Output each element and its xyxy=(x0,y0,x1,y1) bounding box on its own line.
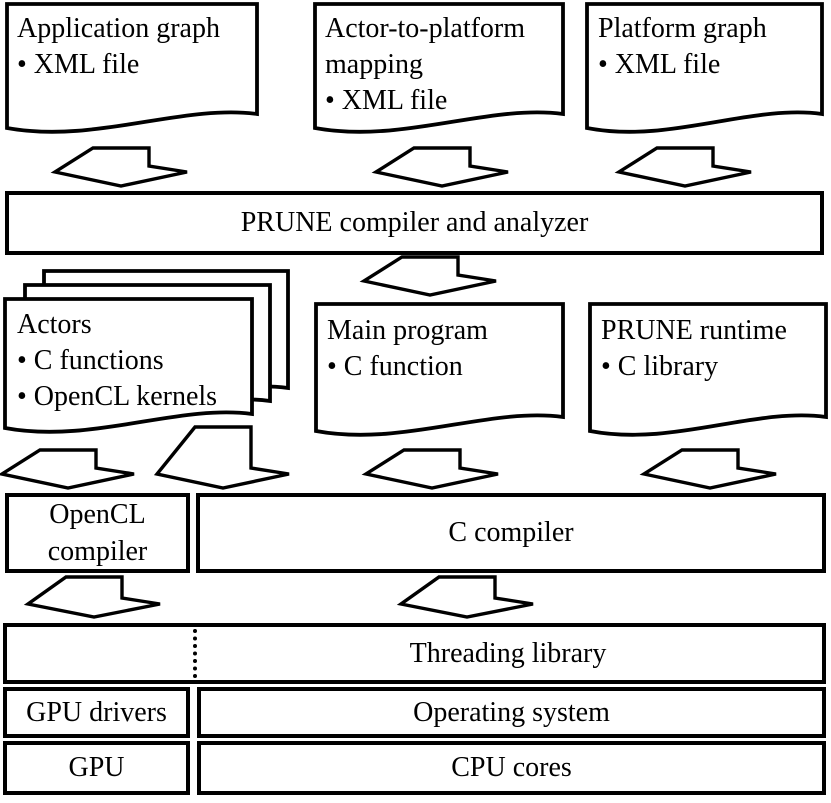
actor-mapping-label: Actor-to-platform mapping • XML file xyxy=(325,11,525,119)
doc-bullet: • C library xyxy=(601,351,719,382)
down-arrow-icon xyxy=(153,425,290,490)
doc-bullet: • C functions xyxy=(17,345,164,376)
down-arrow-icon xyxy=(371,146,509,188)
main-program-doc-shape xyxy=(314,302,565,437)
doc-title: Main program xyxy=(327,315,488,346)
c-compiler-label: C compiler xyxy=(448,517,574,548)
down-arrow-icon xyxy=(639,448,777,490)
down-arrow-icon xyxy=(361,448,499,490)
prune-runtime-label: PRUNE runtime • C library xyxy=(601,313,787,385)
down-arrow-icon xyxy=(23,575,161,619)
threading-library-label: Threading library xyxy=(409,637,607,669)
platform-graph-label: Platform graph • XML file xyxy=(598,11,767,83)
application-graph-doc-shape xyxy=(5,2,259,134)
down-arrow-icon xyxy=(50,146,188,188)
actors-doc-shape xyxy=(3,297,254,434)
doc-bullet: • C function xyxy=(327,351,463,382)
down-arrow-icon xyxy=(396,575,534,619)
opencl-compiler-label-line1: OpenCL xyxy=(49,499,146,530)
down-arrow-icon xyxy=(614,146,752,188)
gpu-box: GPU xyxy=(3,741,190,795)
cpu-cores-label: CPU cores xyxy=(451,752,572,783)
actor-mapping-doc-shape xyxy=(313,2,565,134)
platform-graph-doc-shape xyxy=(585,2,824,134)
doc-title: Platform graph xyxy=(598,13,767,44)
prune-compiler-label: PRUNE compiler and analyzer xyxy=(240,207,589,238)
prune-runtime-doc-shape xyxy=(588,302,828,437)
dotted-divider xyxy=(193,629,197,678)
down-arrow-icon xyxy=(359,255,497,297)
prune-compiler-box: PRUNE compiler and analyzer xyxy=(5,191,824,255)
doc-bullet: • XML file xyxy=(598,49,721,80)
threading-library-box: Threading library xyxy=(3,623,826,684)
doc-title: PRUNE runtime xyxy=(601,315,787,346)
opencl-compiler-box: OpenCL compiler xyxy=(5,493,190,573)
actors-label: Actors • C functions • OpenCL kernels xyxy=(17,307,217,415)
c-compiler-box: C compiler xyxy=(196,493,826,573)
gpu-label: GPU xyxy=(68,752,125,783)
down-arrow-icon xyxy=(0,448,135,490)
doc-title: Application graph xyxy=(17,13,220,44)
gpu-drivers-box: GPU drivers xyxy=(3,687,190,738)
doc-bullet: • XML file xyxy=(17,49,140,80)
cpu-cores-box: CPU cores xyxy=(197,741,826,795)
operating-system-box: Operating system xyxy=(197,687,826,738)
application-graph-label: Application graph • XML file xyxy=(17,11,220,83)
doc-title: Actors xyxy=(17,309,92,340)
doc-bullet: • XML file xyxy=(325,85,448,116)
doc-title: mapping xyxy=(325,49,423,80)
doc-title: Actor-to-platform xyxy=(325,13,526,44)
threading-library-label-wrap: Threading library xyxy=(196,627,820,680)
operating-system-label: Operating system xyxy=(413,696,610,728)
doc-bullet: • OpenCL kernels xyxy=(17,381,218,412)
main-program-label: Main program • C function xyxy=(327,313,488,385)
gpu-drivers-label: GPU drivers xyxy=(26,696,167,728)
opencl-compiler-label-line2: compiler xyxy=(47,536,148,567)
